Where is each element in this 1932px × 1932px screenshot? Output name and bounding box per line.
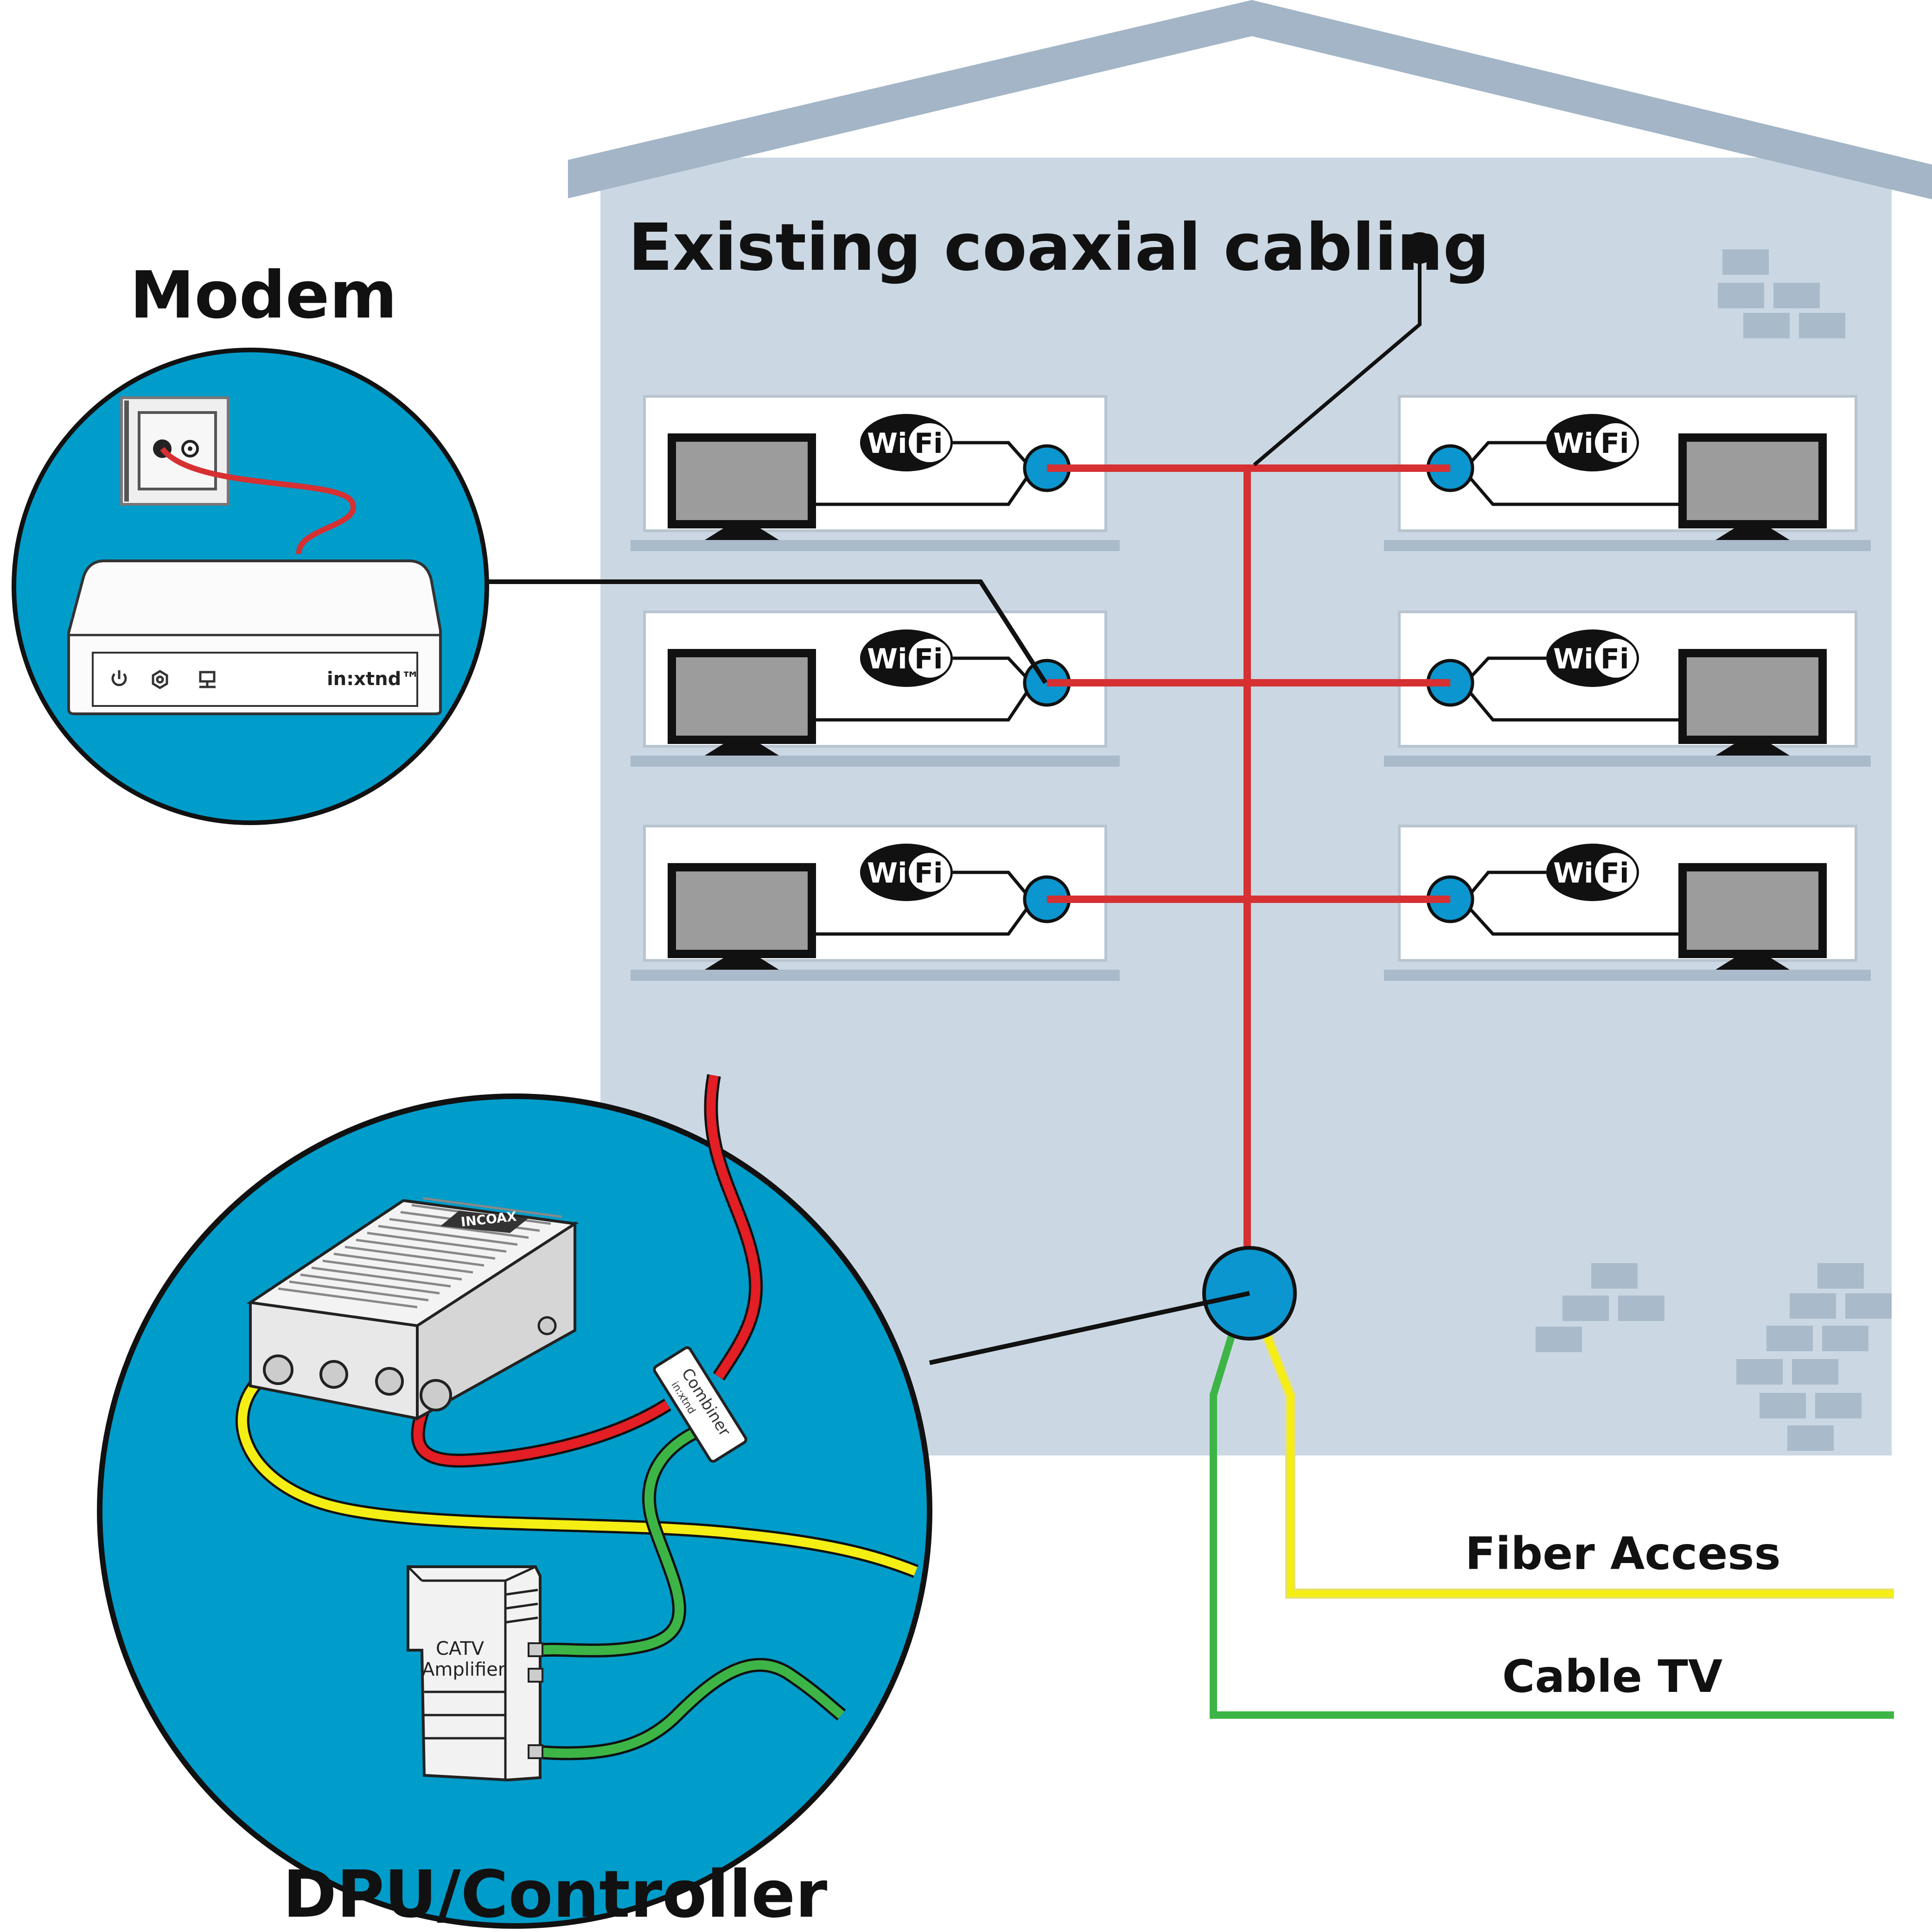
wifi-fi-text: Fi <box>1600 427 1629 460</box>
wifi-fi-text: Fi <box>914 427 943 460</box>
dpu-leader-line <box>929 1291 1250 1365</box>
television <box>668 649 816 756</box>
wifi-wi-text: Wi <box>1553 427 1594 460</box>
wifi-wi-text: Wi <box>867 427 907 460</box>
label-fiber-access: Fiber Access <box>1465 1528 1781 1580</box>
roof <box>568 0 1932 199</box>
wifi-fi-text: Fi <box>1600 857 1629 890</box>
fiber-access-line-core <box>1262 1329 1894 1597</box>
coax-callout <box>1253 232 1435 467</box>
settings-icon <box>152 670 168 689</box>
wifi-fi-text: Fi <box>914 857 943 890</box>
television <box>1678 649 1827 756</box>
network-icon <box>199 671 216 688</box>
wifi-fi-text: Fi <box>1600 643 1629 675</box>
coax-cabling <box>1047 464 1450 1252</box>
dpu-zoom: INCOAX Combiner in:xtnd <box>97 1074 932 1929</box>
catv-amplifier: CATV Amplifier <box>407 1565 543 1782</box>
incoax-amplifier: INCOAX <box>246 1197 579 1421</box>
power-icon <box>111 670 127 686</box>
television <box>1678 433 1827 540</box>
bricks-bottom-middle <box>1536 1263 1664 1352</box>
wifi-wi-text: Wi <box>1553 643 1594 675</box>
label-cable-tv: Cable TV <box>1502 1651 1722 1703</box>
bricks-top-right <box>1718 249 1845 338</box>
wifi-wi-text: Wi <box>867 643 907 675</box>
modem-coax-cable <box>160 447 356 554</box>
television <box>668 433 816 540</box>
label-existing-coaxial-cabling: Existing coaxial cabling <box>628 210 1489 286</box>
wifi-wi-text: Wi <box>1553 857 1594 890</box>
bricks-bottom-right <box>1736 1263 1892 1451</box>
modem-leader-line <box>487 579 1048 684</box>
catv-label-line1: CATV <box>436 1638 485 1659</box>
catv-label-line2: Amplifier <box>422 1659 506 1680</box>
cable-tv-line <box>1210 1329 1894 1719</box>
television <box>668 863 816 970</box>
combiner: Combiner in:xtnd <box>653 1346 747 1463</box>
wifi-fi-text: Fi <box>914 643 943 675</box>
wifi-wi-text: Wi <box>867 857 907 890</box>
modem-brand: in:xtnd™ <box>327 668 420 690</box>
television <box>1678 863 1827 970</box>
label-modem: Modem <box>130 258 397 333</box>
label-dpu-controller: DPU/Controller <box>283 1857 827 1932</box>
modem-zoom: in:xtnd™ <box>12 348 489 825</box>
